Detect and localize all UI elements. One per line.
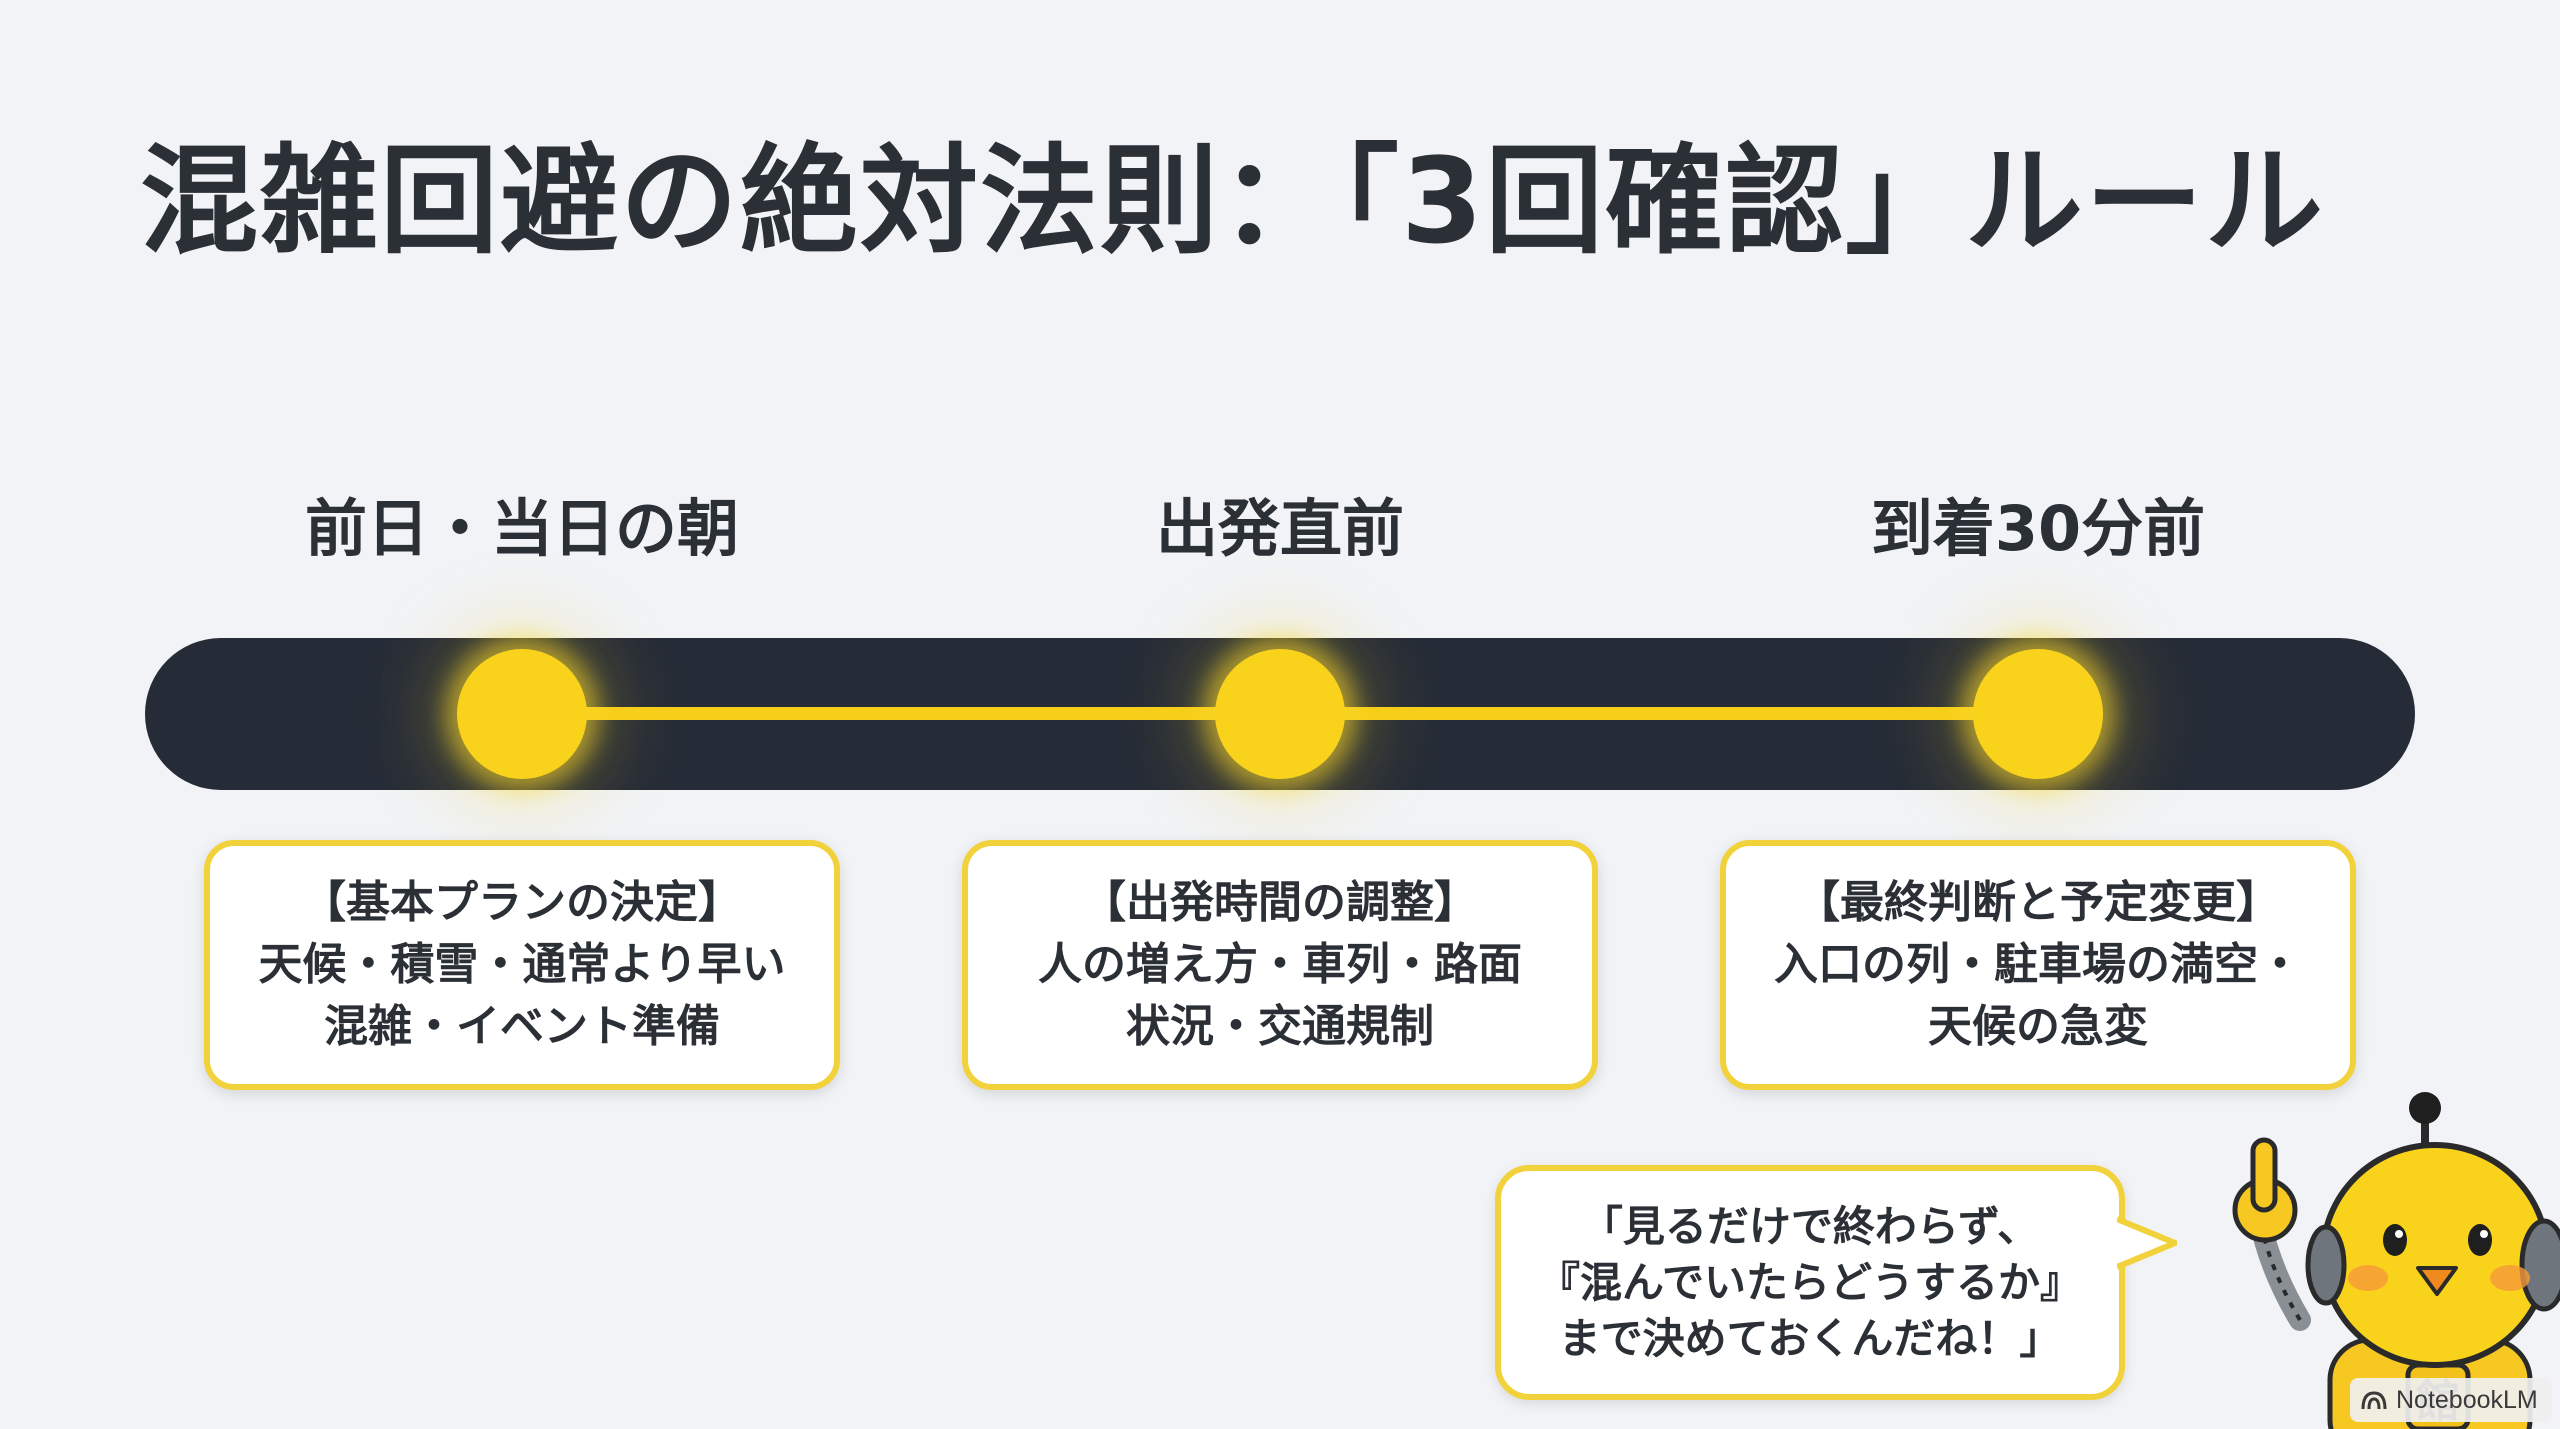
stage-card-2-line-1: 人の増え方・車列・路面 [1038, 939, 1522, 990]
stage-card-1-line-2: 混雑・イベント準備 [324, 1001, 720, 1052]
speech-bubble: 「見るだけで終わらず、 『混んでいたらどうするか』 まで決めておくんだね！」 [1495, 1165, 2125, 1400]
stage-label-1: 前日・当日の朝 [304, 492, 739, 565]
stage-card-2-heading: 【出発時間の調整】 [1082, 877, 1478, 928]
watermark-text: NotebookLM [2396, 1385, 2538, 1414]
stage-card-3-line-2: 天候の急変 [1928, 1001, 2148, 1052]
notebooklm-logo-icon [2361, 1391, 2387, 1410]
stage-card-3-line-1: 入口の列・駐車場の満空・ [1774, 939, 2302, 990]
speech-line-1: 「見るだけで終わらず、 [1580, 1201, 2040, 1251]
page-title: 混雑回避の絶対法則：「3回確認」ルール [140, 132, 2326, 270]
speech-line-3: まで決めておくんだね！」 [1558, 1313, 2062, 1363]
timeline-node-1 [457, 649, 587, 779]
stage-card-2-line-2: 状況・交通規制 [1126, 1001, 1434, 1052]
timeline-node-3 [1973, 649, 2103, 779]
timeline-node-2 [1215, 649, 1345, 779]
stage-card-3-heading: 【最終判断と予定変更】 [1796, 877, 2280, 928]
stage-card-1: 【基本プランの決定】 天候・積雪・通常より早い 混雑・イベント準備 [204, 840, 840, 1090]
speech-bubble-tail [2117, 1216, 2177, 1270]
stage-card-3: 【最終判断と予定変更】 入口の列・駐車場の満空・ 天候の急変 [1720, 840, 2356, 1090]
stage-card-2: 【出発時間の調整】 人の増え方・車列・路面 状況・交通規制 [962, 840, 1598, 1090]
notebooklm-watermark: NotebookLM [2350, 1378, 2552, 1422]
stage-label-2: 出発直前 [1155, 492, 1404, 565]
stage-card-1-heading: 【基本プランの決定】 [302, 877, 742, 928]
stage-label-3: 到着30分前 [1870, 492, 2206, 565]
stage-card-1-line-1: 天候・積雪・通常より早い [258, 939, 786, 990]
speech-line-2: 『混んでいたらどうするか』 [1538, 1257, 2082, 1307]
